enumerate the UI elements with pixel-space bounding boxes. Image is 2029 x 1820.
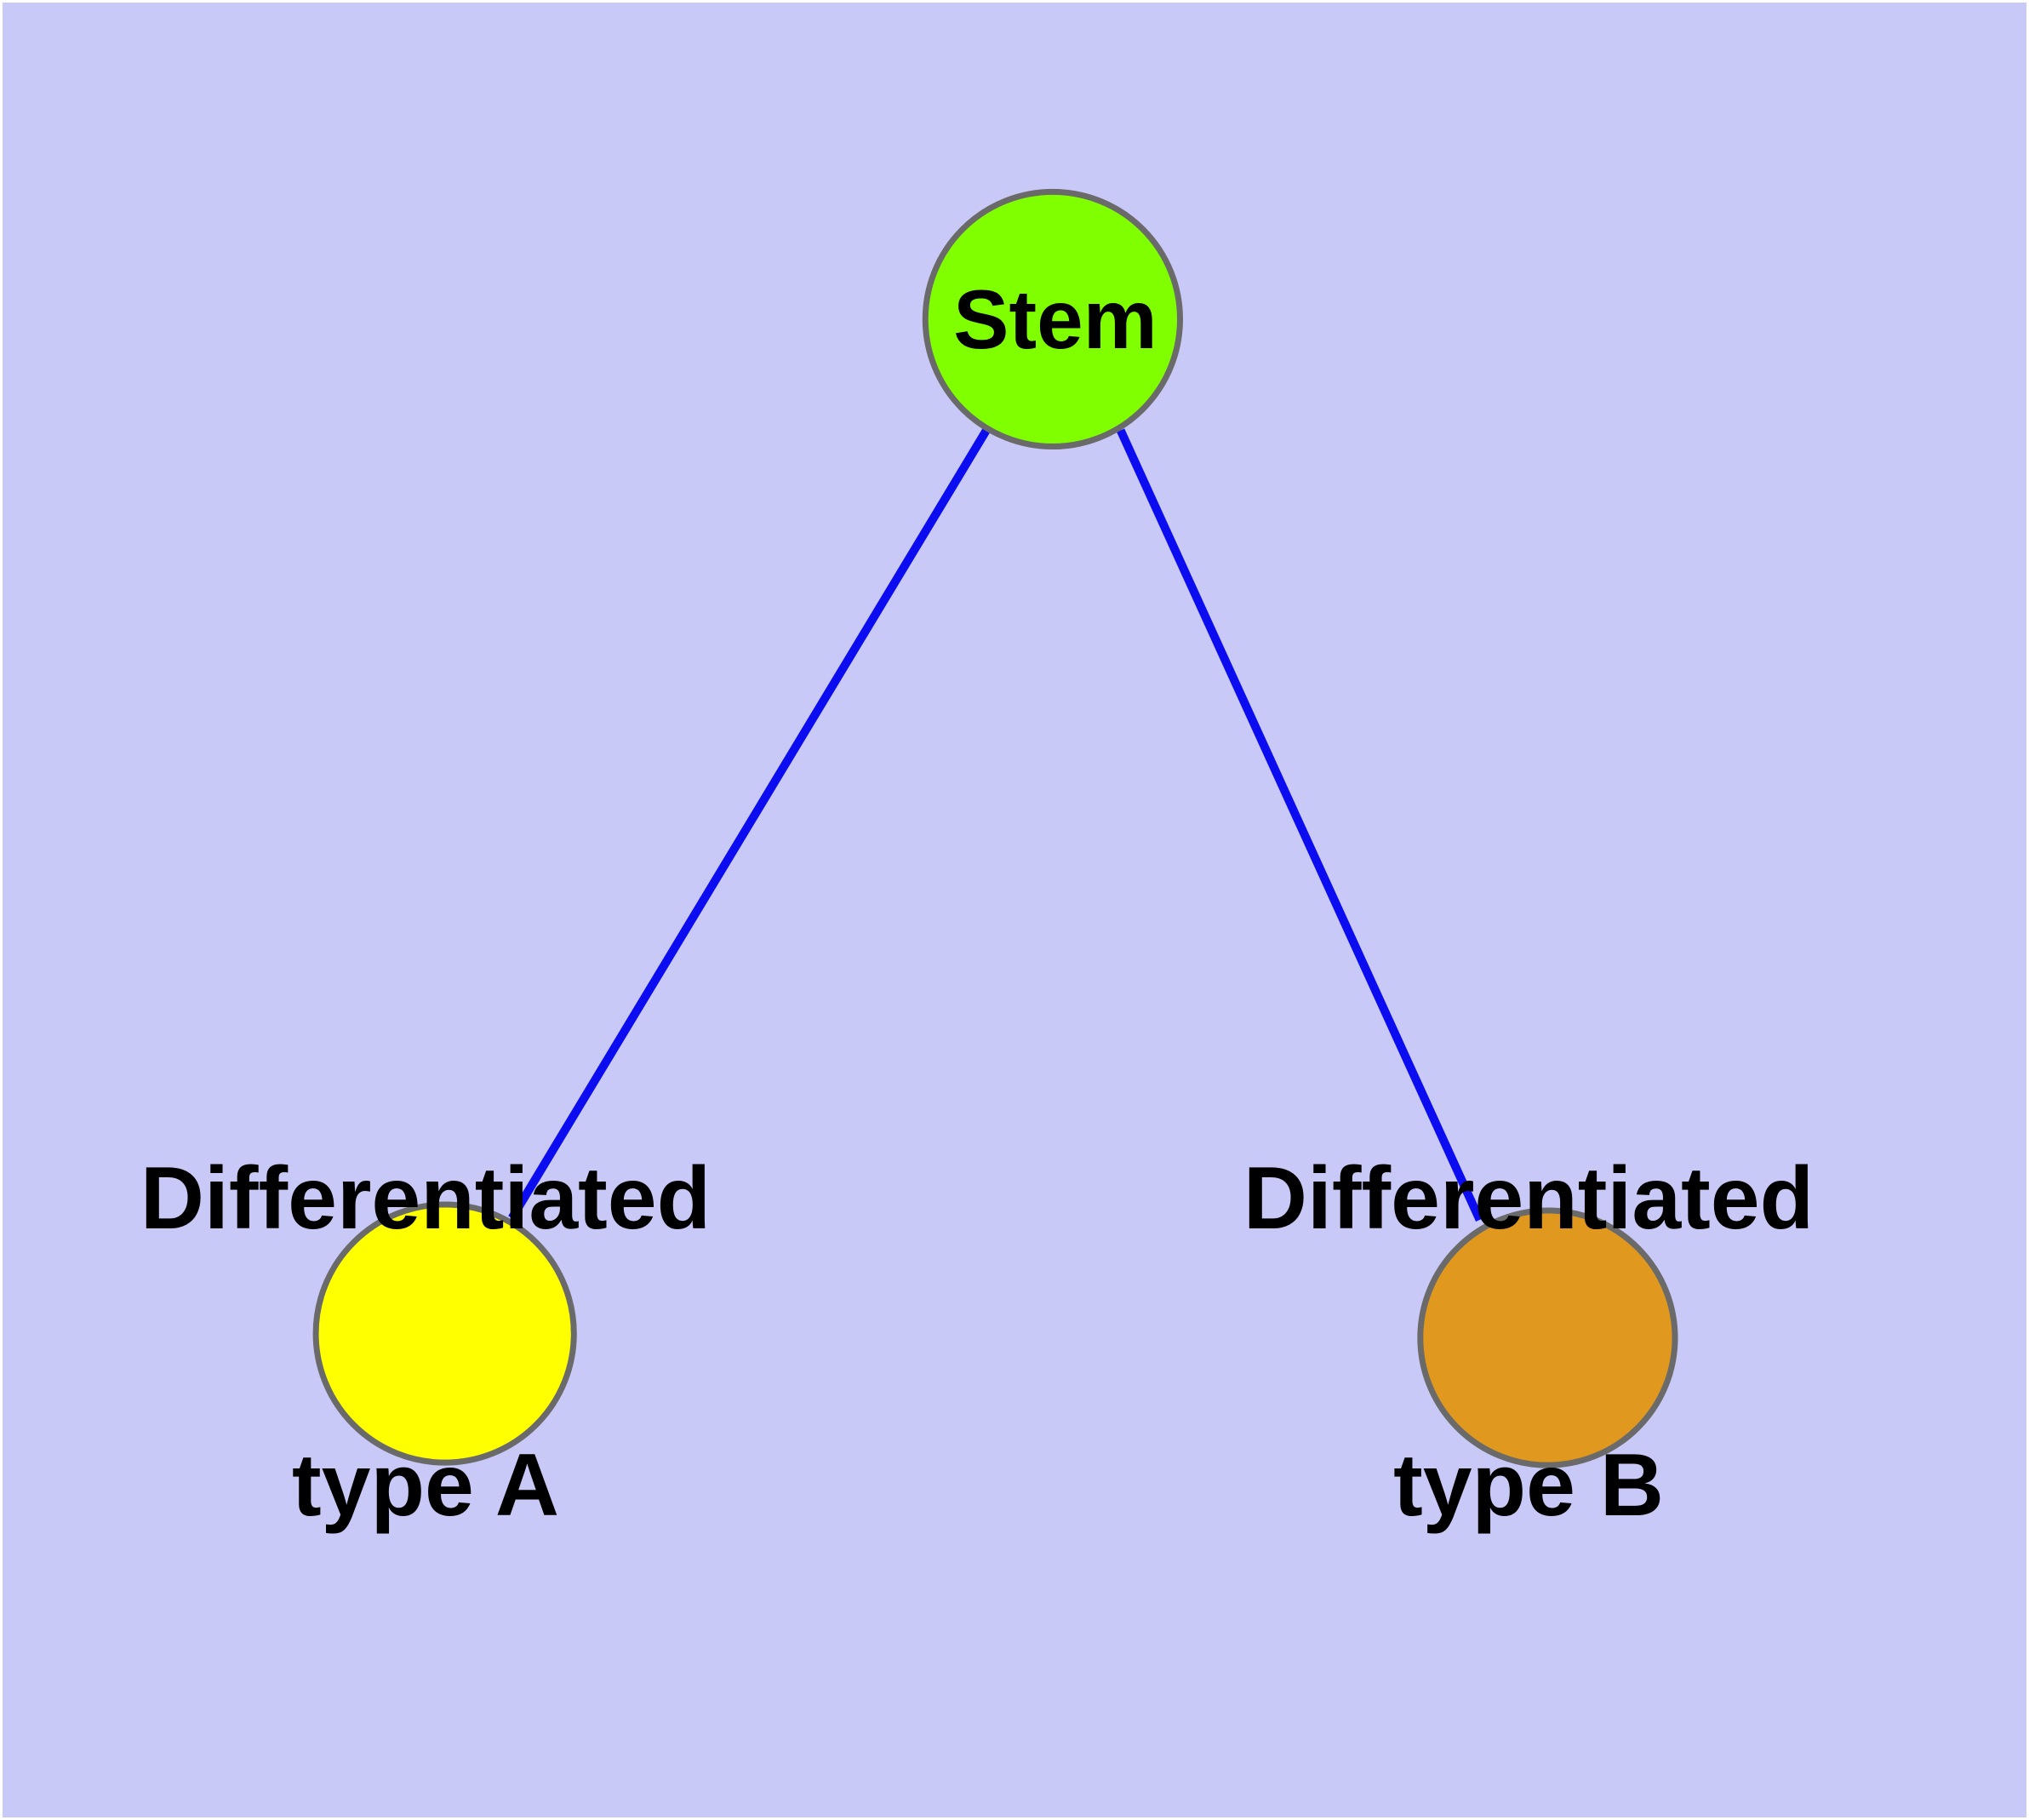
edge-stem-to-differentiated-type-a[interactable]	[508, 426, 992, 1221]
node-link-graph	[312, 188, 1678, 1468]
node-layer	[312, 188, 1678, 1468]
edge-stem-to-differentiated-type-b[interactable]	[1117, 428, 1484, 1222]
edge-layer	[508, 426, 1484, 1222]
node-differentiated-type-a[interactable]	[312, 1201, 577, 1466]
node-differentiated-type-b[interactable]	[1417, 1207, 1678, 1468]
node-stem[interactable]	[922, 188, 1184, 450]
